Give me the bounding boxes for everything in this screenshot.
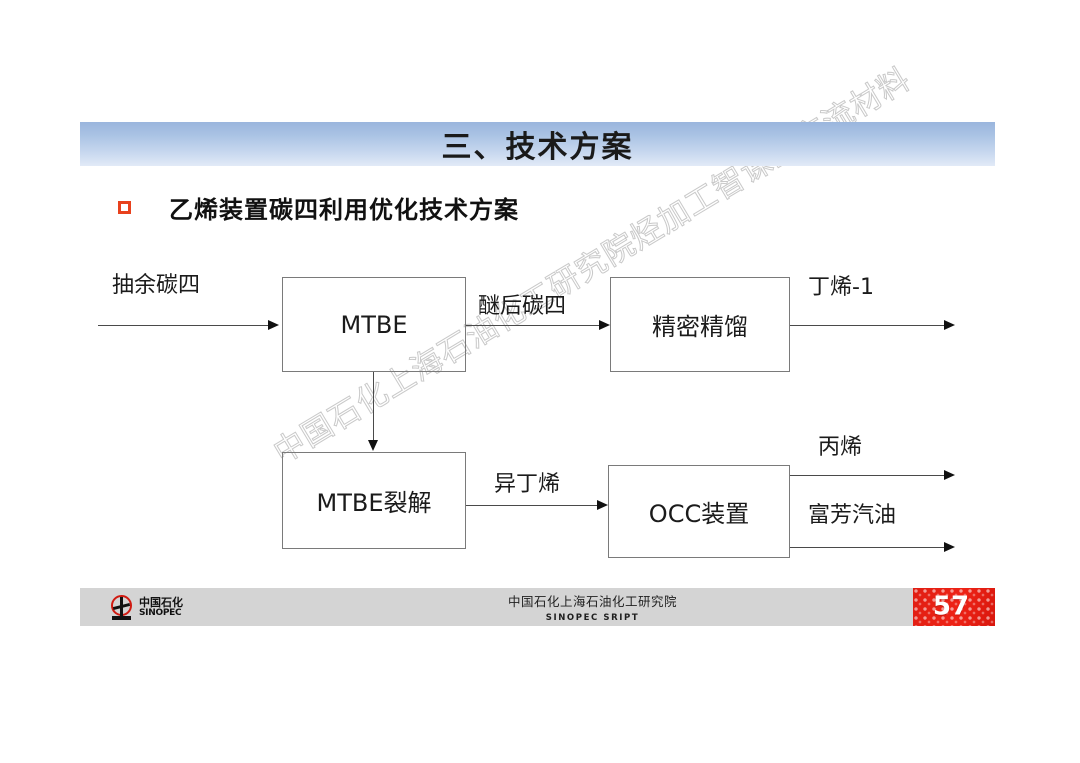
- flow-arrowhead-mtbe-down: [368, 440, 378, 451]
- node-mtbe[interactable]: MTBE: [282, 277, 466, 372]
- sinopec-logo-text: 中国石化 SINOPEC: [139, 597, 183, 618]
- flow-arrowhead-propylene: [944, 469, 955, 480]
- page-number-badge: 57: [913, 588, 995, 626]
- flow-line-raffinate: [466, 325, 601, 326]
- node-label-distillation: 精密精馏: [652, 313, 748, 341]
- flow-label-raffinate: 醚后碳四: [478, 294, 567, 319]
- node-label-mtbe-cracking: MTBE裂解: [316, 489, 432, 517]
- flow-label-aromatic-gasoline: 富芳汽油: [808, 503, 897, 528]
- node-label-occ: OCC装置: [648, 500, 750, 528]
- flow-label-isobutene: 异丁烯: [494, 472, 561, 497]
- sinopec-logo-en: SINOPEC: [139, 607, 182, 618]
- flow-arrowhead-raffinate: [599, 319, 610, 330]
- node-label-mtbe: MTBE: [340, 310, 408, 339]
- flow-label-propylene: 丙烯: [818, 435, 863, 460]
- flow-arrowhead-butene1: [944, 319, 955, 330]
- flow-arrowhead-isobutene: [597, 499, 608, 510]
- flow-line-feed: [98, 325, 270, 326]
- flow-line-mtbe-down: [373, 372, 374, 442]
- section-heading-row: 乙烯装置碳四利用优化技术方案: [118, 190, 519, 225]
- slide-footer-bar: 中国石化 SINOPEC 中国石化上海石油化工研究院 SINOPEC SRIPT…: [80, 588, 995, 626]
- sinopec-emblem-icon: [110, 595, 134, 620]
- node-occ[interactable]: OCC装置: [608, 465, 790, 558]
- sinopec-logo-cn: 中国石化: [139, 595, 183, 609]
- section-heading-label: 乙烯装置碳四利用优化技术方案: [169, 196, 519, 224]
- page-title: 三、技术方案: [441, 130, 634, 165]
- page-number: 57: [932, 591, 970, 622]
- bullet-square-icon: [118, 201, 131, 214]
- node-mtbe-cracking[interactable]: MTBE裂解: [282, 452, 466, 549]
- sinopec-logo: 中国石化 SINOPEC: [110, 595, 183, 620]
- flow-label-butene1: 丁烯-1: [808, 275, 874, 300]
- flow-label-feed: 抽余碳四: [112, 273, 201, 298]
- slide-title-bar: 三、技术方案: [80, 122, 995, 166]
- flow-arrowhead-aromatic-gasoline: [944, 541, 955, 552]
- footer-org-en: SINOPEC SRIPT: [545, 613, 640, 623]
- footer-organization: 中国石化上海石油化工研究院 SINOPEC SRIPT: [80, 591, 995, 623]
- node-distillation[interactable]: 精密精馏: [610, 277, 790, 372]
- flow-line-propylene: [790, 475, 948, 476]
- flow-arrowhead-feed: [268, 319, 279, 330]
- footer-org-cn: 中国石化上海石油化工研究院: [507, 594, 677, 609]
- flow-line-isobutene: [466, 505, 599, 506]
- flow-line-butene1: [790, 325, 948, 326]
- flow-line-aromatic-gasoline: [790, 547, 948, 548]
